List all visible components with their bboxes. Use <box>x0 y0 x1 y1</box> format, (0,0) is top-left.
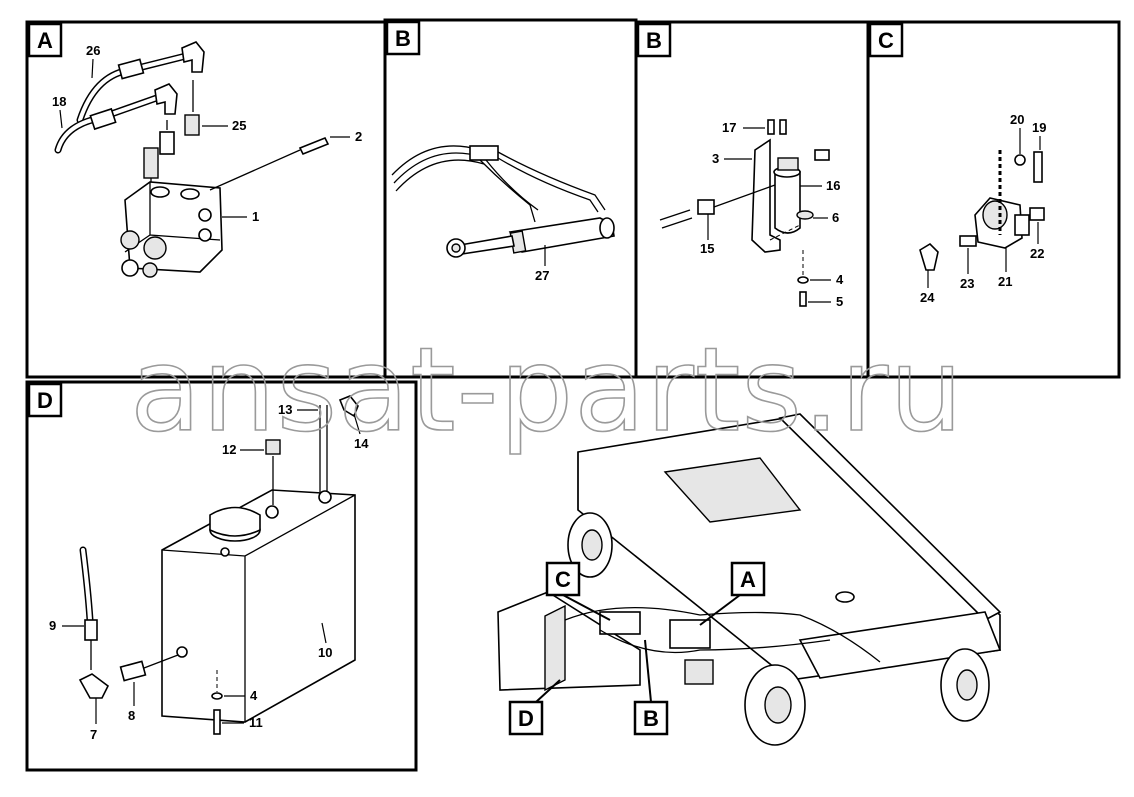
panel-c-tag: C <box>868 22 904 58</box>
panel-d-tag: D <box>27 382 63 418</box>
panel-b-drawing: 27 <box>391 145 615 283</box>
svg-text:A: A <box>37 28 53 53</box>
callout-7: 7 <box>90 727 97 742</box>
panel-a-drawing: 26 18 25 2 1 <box>52 41 362 278</box>
callout-2: 2 <box>355 129 362 144</box>
svg-text:C: C <box>878 28 894 53</box>
machine-overview: C A D B <box>497 413 1002 746</box>
callout-1: 1 <box>252 209 259 224</box>
panel-b-tag: B <box>385 20 421 56</box>
callout-11: 11 <box>249 715 263 730</box>
watermark: ansat-parts.ru <box>130 323 964 458</box>
callout-12: 12 <box>222 442 236 457</box>
callout-22: 22 <box>1030 246 1044 261</box>
panel-c-frame <box>866 20 1121 379</box>
callout-17: 17 <box>722 120 736 135</box>
callout-4: 4 <box>836 272 844 287</box>
panel-c-drawing: 20 19 22 21 23 24 <box>919 112 1046 305</box>
callout-15: 15 <box>700 241 714 256</box>
callout-21: 21 <box>998 274 1012 289</box>
callout-9: 9 <box>49 618 56 633</box>
svg-text:B: B <box>395 26 411 51</box>
svg-text:C: C <box>555 567 571 592</box>
callout-6: 6 <box>832 210 839 225</box>
callout-19: 19 <box>1032 120 1046 135</box>
overview-tag-b: B <box>633 639 669 736</box>
callout-18: 18 <box>52 94 66 109</box>
panel-b2-drawing: 17 3 16 6 15 4 5 <box>659 119 844 309</box>
overview-tag-a: A <box>699 561 766 626</box>
callout-24: 24 <box>920 290 935 305</box>
panel-d-drawing: 13 14 12 9 10 4 8 7 11 <box>49 395 369 742</box>
svg-text:D: D <box>518 706 534 731</box>
callout-16: 16 <box>826 178 840 193</box>
panel-d-frame <box>25 380 418 772</box>
callout-25: 25 <box>232 118 246 133</box>
svg-text:D: D <box>37 388 53 413</box>
callout-13: 13 <box>278 402 292 417</box>
svg-text:B: B <box>643 706 659 731</box>
overview-tag-d: D <box>508 679 561 736</box>
callout-10: 10 <box>318 645 332 660</box>
callout-4b: 4 <box>250 688 258 703</box>
panel-a-tag: A <box>27 22 63 58</box>
callout-20: 20 <box>1010 112 1024 127</box>
svg-text:B: B <box>646 28 662 53</box>
callout-27: 27 <box>535 268 549 283</box>
overview-tag-c: C <box>545 561 611 621</box>
callout-23: 23 <box>960 276 974 291</box>
callout-26: 26 <box>86 43 100 58</box>
svg-text:A: A <box>740 567 756 592</box>
callout-14: 14 <box>354 436 369 451</box>
callout-8: 8 <box>128 708 135 723</box>
callout-5: 5 <box>836 294 843 309</box>
callout-3: 3 <box>712 151 719 166</box>
panel-b2-tag: B <box>636 22 672 58</box>
